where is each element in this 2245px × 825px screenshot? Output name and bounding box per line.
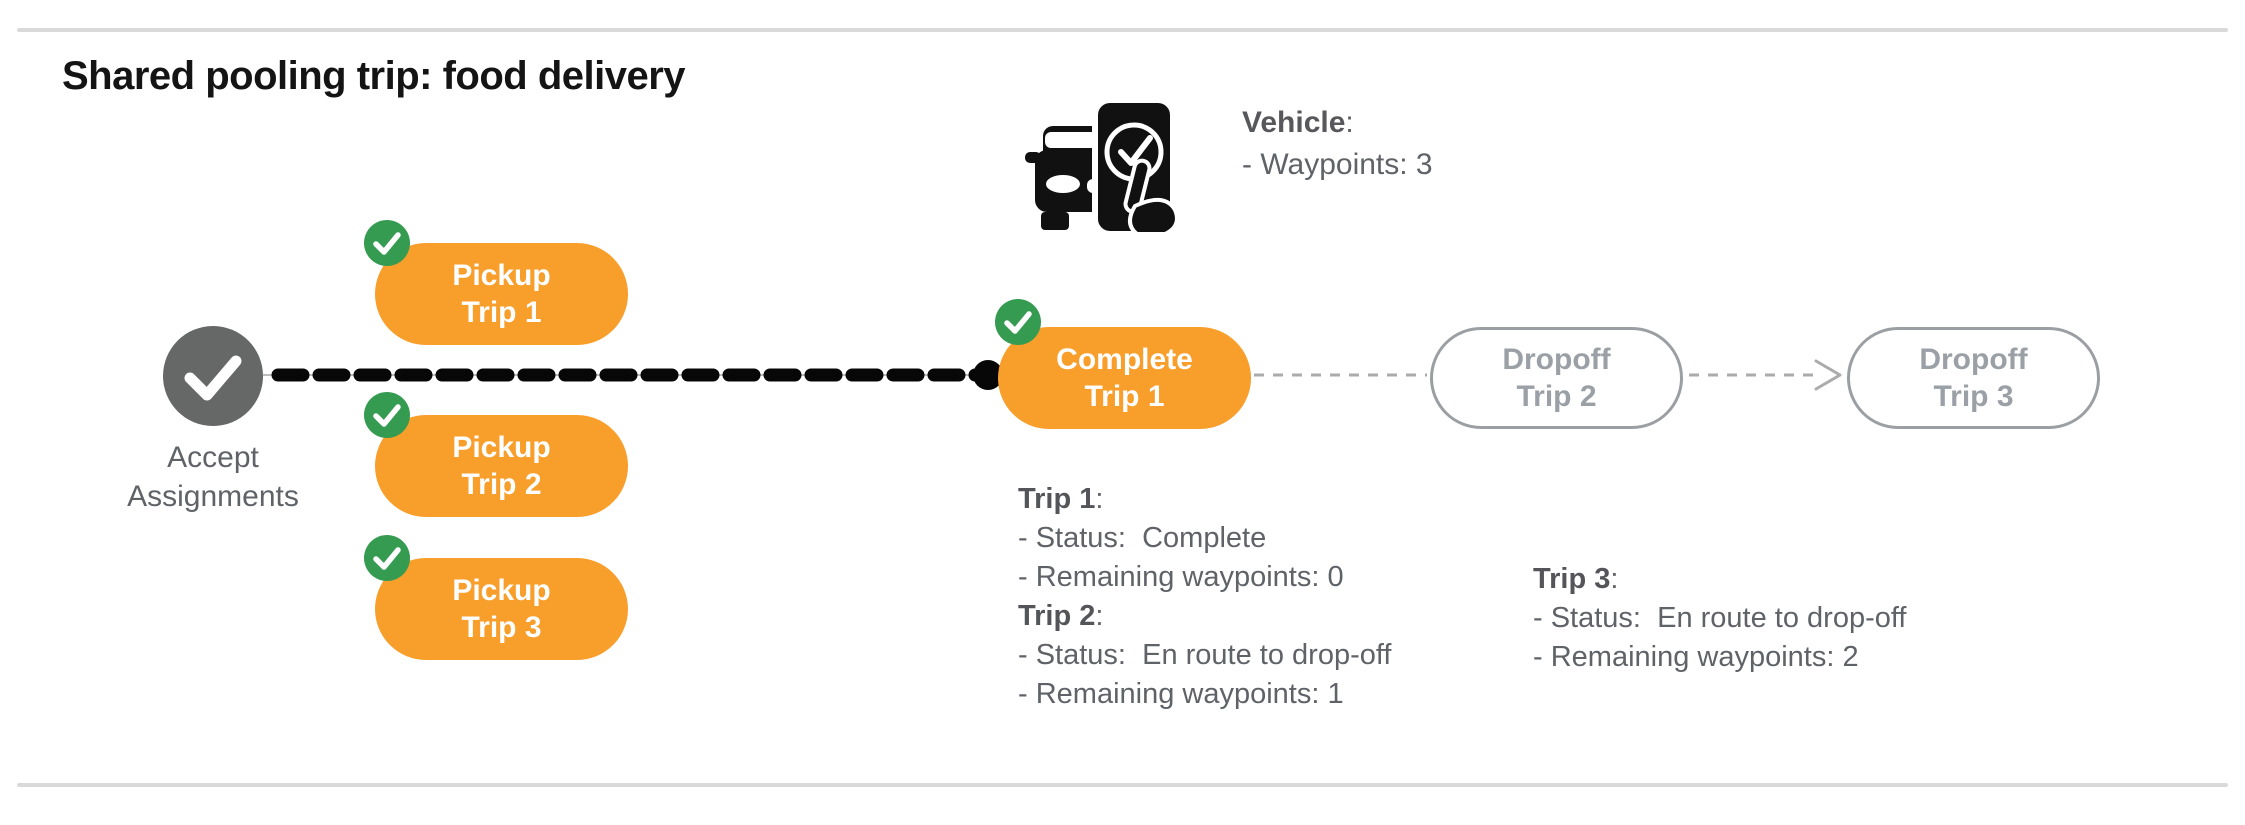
pickup2-line1: Pickup bbox=[452, 431, 551, 464]
node-dropoff-trip-2: Dropoff Trip 2 bbox=[1430, 327, 1683, 429]
current-position-dot bbox=[973, 360, 1003, 390]
trip3-title: Trip 3: bbox=[1533, 560, 1906, 599]
check-icon bbox=[1004, 311, 1032, 334]
trip3-label: Trip 3 bbox=[1533, 563, 1611, 595]
trip1-title: Trip 1: bbox=[1018, 480, 1391, 519]
vehicle-waypoints: - Waypoints: 3 bbox=[1242, 148, 1433, 181]
pickup2-line2: Trip 2 bbox=[461, 468, 542, 501]
page-title: Shared pooling trip: food delivery bbox=[62, 54, 686, 98]
trip-status-block-3: Trip 3: - Status: En route to drop-off -… bbox=[1533, 560, 1906, 677]
node-pickup-trip-3: Pickup Trip 3 bbox=[375, 558, 628, 660]
trip3-status-line: - Status: En route to drop-off bbox=[1533, 602, 1907, 634]
done-badge-pickup-2 bbox=[364, 392, 410, 438]
node-pickup-trip-2: Pickup Trip 2 bbox=[375, 415, 628, 517]
node-dropoff-trip-3: Dropoff Trip 3 bbox=[1847, 327, 2100, 429]
pickup1-line2: Trip 1 bbox=[461, 296, 542, 329]
dropoff2-line1: Dropoff bbox=[1502, 343, 1611, 376]
trip1-waypoints-line: - Remaining waypoints: 0 bbox=[1018, 561, 1344, 593]
vehicle-colon: : bbox=[1345, 106, 1354, 139]
pickup3-line2: Trip 3 bbox=[461, 611, 542, 644]
check-icon bbox=[373, 232, 401, 255]
check-icon bbox=[373, 404, 401, 427]
accept-label-line1: Accept bbox=[167, 441, 259, 474]
bottom-divider bbox=[17, 783, 2228, 787]
trip2-colon: : bbox=[1095, 600, 1104, 632]
vehicle-phone-check-icon bbox=[1023, 92, 1195, 244]
done-badge-complete-1 bbox=[995, 299, 1041, 345]
trip1-status-line: - Status: Complete bbox=[1018, 522, 1267, 554]
accept-assignments-label: Accept Assignments bbox=[63, 438, 363, 516]
check-icon bbox=[373, 547, 401, 570]
dropoff3-line1: Dropoff bbox=[1919, 343, 2028, 376]
trip2-title: Trip 2: bbox=[1018, 597, 1391, 636]
complete-line2: Trip 1 bbox=[1084, 380, 1165, 413]
accept-label-line2: Assignments bbox=[127, 480, 299, 513]
arrowhead-icon bbox=[1814, 359, 1842, 391]
top-divider bbox=[17, 28, 2228, 32]
node-complete-trip-1: Complete Trip 1 bbox=[998, 327, 1251, 429]
trip2-waypoints-line: - Remaining waypoints: 1 bbox=[1018, 678, 1344, 710]
trip1-label: Trip 1 bbox=[1018, 483, 1096, 515]
vehicle-info: Vehicle: - Waypoints: 3 bbox=[1242, 102, 1433, 186]
pickup1-line1: Pickup bbox=[452, 259, 551, 292]
trip-status-block-1-2: Trip 1: - Status: Complete - Remaining w… bbox=[1018, 480, 1391, 714]
trip3-colon: : bbox=[1610, 563, 1619, 595]
trip3-waypoints-line: - Remaining waypoints: 2 bbox=[1533, 641, 1859, 673]
node-pickup-trip-1: Pickup Trip 1 bbox=[375, 243, 628, 345]
pickup3-line1: Pickup bbox=[452, 574, 551, 607]
done-badge-pickup-1 bbox=[364, 220, 410, 266]
complete-line1: Complete bbox=[1056, 343, 1193, 376]
accept-assignments-node bbox=[163, 326, 263, 426]
dropoff3-line2: Trip 3 bbox=[1933, 380, 2014, 413]
trip2-label: Trip 2 bbox=[1018, 600, 1096, 632]
vehicle-info-title: Vehicle: bbox=[1242, 102, 1433, 144]
vehicle-label: Vehicle bbox=[1242, 106, 1346, 139]
dropoff2-line2: Trip 2 bbox=[1516, 380, 1597, 413]
trip2-status-line: - Status: En route to drop-off bbox=[1018, 639, 1392, 671]
trip1-colon: : bbox=[1095, 483, 1104, 515]
done-badge-pickup-3 bbox=[364, 535, 410, 581]
check-icon bbox=[184, 355, 242, 401]
